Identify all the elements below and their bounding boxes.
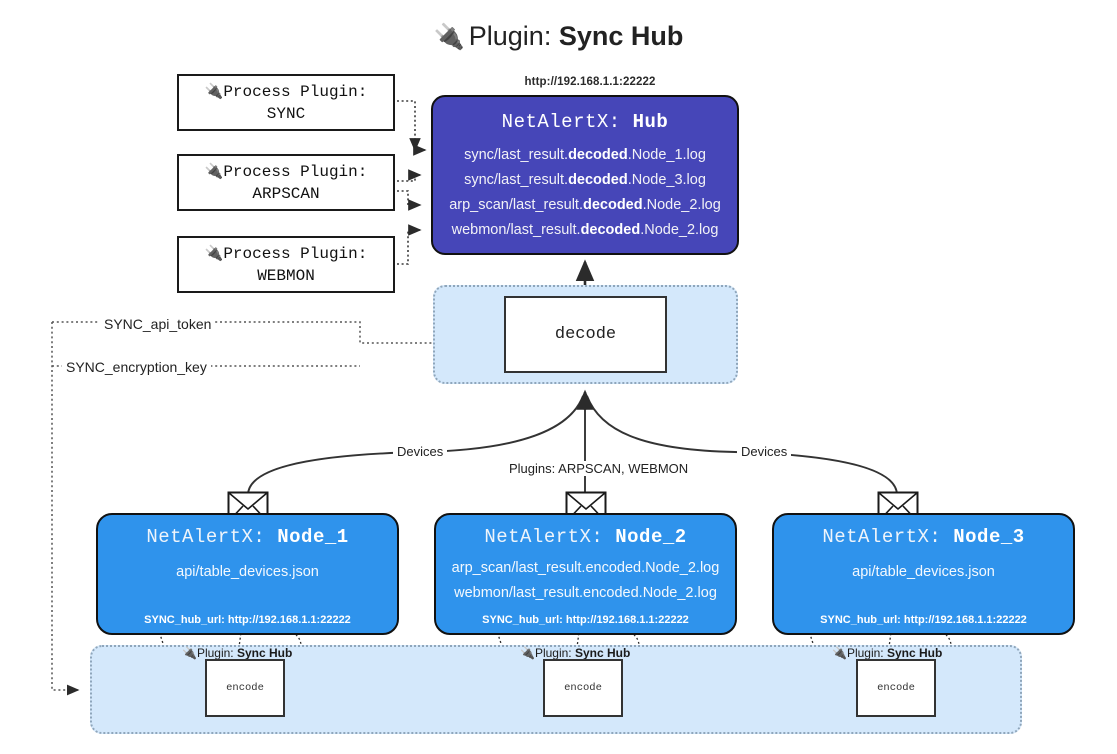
node-hub-url: SYNC_hub_url: http://192.168.1.1:22222 [144, 614, 351, 626]
plug-icon: 🔌 [204, 244, 224, 262]
hub-node[interactable]: NetAlertX: Hub sync/last_result.decoded.… [431, 95, 739, 255]
node-line-list: api/table_devices.json [98, 560, 397, 585]
node-hub-url: SYNC_hub_url: http://192.168.1.1:22222 [482, 614, 689, 626]
process-plugin-label: Process Plugin: [223, 163, 368, 181]
hub-title: NetAlertX: Hub [433, 111, 737, 133]
node-line: webmon/last_result.encoded.Node_2.log [454, 585, 717, 601]
node-line-list: arp_scan/last_result.encoded.Node_2.log … [436, 556, 735, 606]
page-title-prefix: Plugin: [468, 21, 552, 51]
plug-icon: 🔌 [433, 23, 465, 51]
page-title-name: Sync Hub [558, 21, 684, 51]
encode-box-1[interactable]: encode [205, 659, 285, 717]
edge-label-devices-left: Devices [393, 444, 448, 459]
node-2[interactable]: NetAlertX: Node_2 arp_scan/last_result.e… [434, 513, 737, 635]
hub-log-row: sync/last_result.decoded.Node_1.log [464, 147, 706, 163]
plug-icon: 🔌 [182, 646, 197, 660]
hub-log-row: webmon/last_result.decoded.Node_2.log [451, 222, 719, 238]
plug-icon: 🔌 [832, 646, 847, 660]
encoder-label-3: 🔌Plugin: Sync Hub [832, 646, 943, 660]
process-plugin-arpscan[interactable]: 🔌Process Plugin: ARPSCAN [177, 154, 395, 211]
process-plugin-label: Process Plugin: [223, 83, 368, 101]
plug-icon: 🔌 [204, 162, 224, 180]
node-title: NetAlertX: Node_2 [484, 526, 687, 548]
edge-label-devices-right: Devices [737, 444, 792, 459]
page-title: 🔌Plugin: Sync Hub [0, 18, 1117, 55]
process-plugin-webmon[interactable]: 🔌Process Plugin: WEBMON [177, 236, 395, 293]
process-plugin-name: ARPSCAN [252, 185, 320, 203]
process-plugin-label: Process Plugin: [223, 245, 368, 263]
decode-box[interactable]: decode [504, 296, 667, 373]
node-title: NetAlertX: Node_3 [822, 526, 1025, 548]
sync-encryption-key-label: SYNC_encryption_key [62, 359, 211, 375]
encoder-label-1: 🔌Plugin: Sync Hub [182, 646, 293, 660]
process-plugin-name: SYNC [266, 105, 306, 123]
node-line: api/table_devices.json [852, 564, 995, 580]
plug-icon: 🔌 [204, 82, 224, 100]
node-line: api/table_devices.json [176, 564, 319, 580]
node-3[interactable]: NetAlertX: Node_3 api/table_devices.json… [772, 513, 1075, 635]
hub-log-row: arp_scan/last_result.decoded.Node_2.log [449, 197, 721, 213]
plug-icon: 🔌 [520, 646, 535, 660]
encode-box-2[interactable]: encode [543, 659, 623, 717]
node-1[interactable]: NetAlertX: Node_1 api/table_devices.json… [96, 513, 399, 635]
node-line-list: api/table_devices.json [774, 560, 1073, 585]
hub-url-label: http://192.168.1.1:22222 [524, 76, 656, 88]
node-hub-url: SYNC_hub_url: http://192.168.1.1:22222 [820, 614, 1027, 626]
sync-api-token-label: SYNC_api_token [100, 316, 216, 332]
hub-title-prefix: NetAlertX: [501, 111, 621, 133]
hub-title-name: Hub [632, 111, 669, 133]
node-line: arp_scan/last_result.encoded.Node_2.log [451, 560, 720, 576]
process-plugin-sync[interactable]: 🔌Process Plugin: SYNC [177, 74, 395, 131]
encoder-label-2: 🔌Plugin: Sync Hub [520, 646, 631, 660]
encode-box-3[interactable]: encode [856, 659, 936, 717]
hub-log-row: sync/last_result.decoded.Node_3.log [464, 172, 706, 188]
node-title: NetAlertX: Node_1 [146, 526, 349, 548]
process-plugin-name: WEBMON [257, 267, 315, 285]
hub-log-list: sync/last_result.decoded.Node_1.log sync… [433, 143, 737, 243]
edge-label-plugins: Plugins: ARPSCAN, WEBMON [505, 461, 693, 476]
